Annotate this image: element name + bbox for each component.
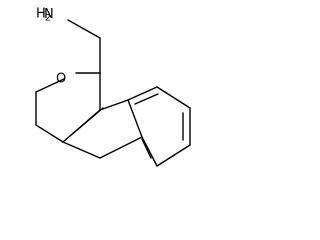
bond-c4a-c9a-double: [69, 107, 104, 137]
ring-oxygen-label: O: [56, 72, 66, 87]
bond-lines: [35, 19, 191, 167]
bond-c4a-c5: [62, 141, 101, 159]
bond-c8-c7: [156, 86, 191, 109]
bond-c5-c5a: [99, 136, 143, 159]
amine-h-count: 2: [45, 14, 51, 24]
bond-c9-c8: [127, 86, 158, 101]
bond-c9-c8-double: [134, 93, 159, 105]
bond-c5b-c5a-double: [141, 138, 152, 159]
bond-c6-c5b: [156, 144, 191, 167]
bond-ch2-nh2: [67, 19, 101, 39]
amine-h-label: H: [36, 7, 46, 22]
chemical-structure-diagram: N H 2 O: [35, 7, 191, 167]
bond-c5b-c5a: [141, 136, 158, 167]
bond-c9a-c9: [99, 99, 129, 111]
bond-c4-c4a: [35, 124, 64, 143]
amine-label: N: [44, 7, 54, 22]
bond-c9-c9b: [127, 99, 143, 138]
amine-hydrogen: N: [44, 7, 54, 22]
bond-o-c3: [35, 78, 65, 93]
